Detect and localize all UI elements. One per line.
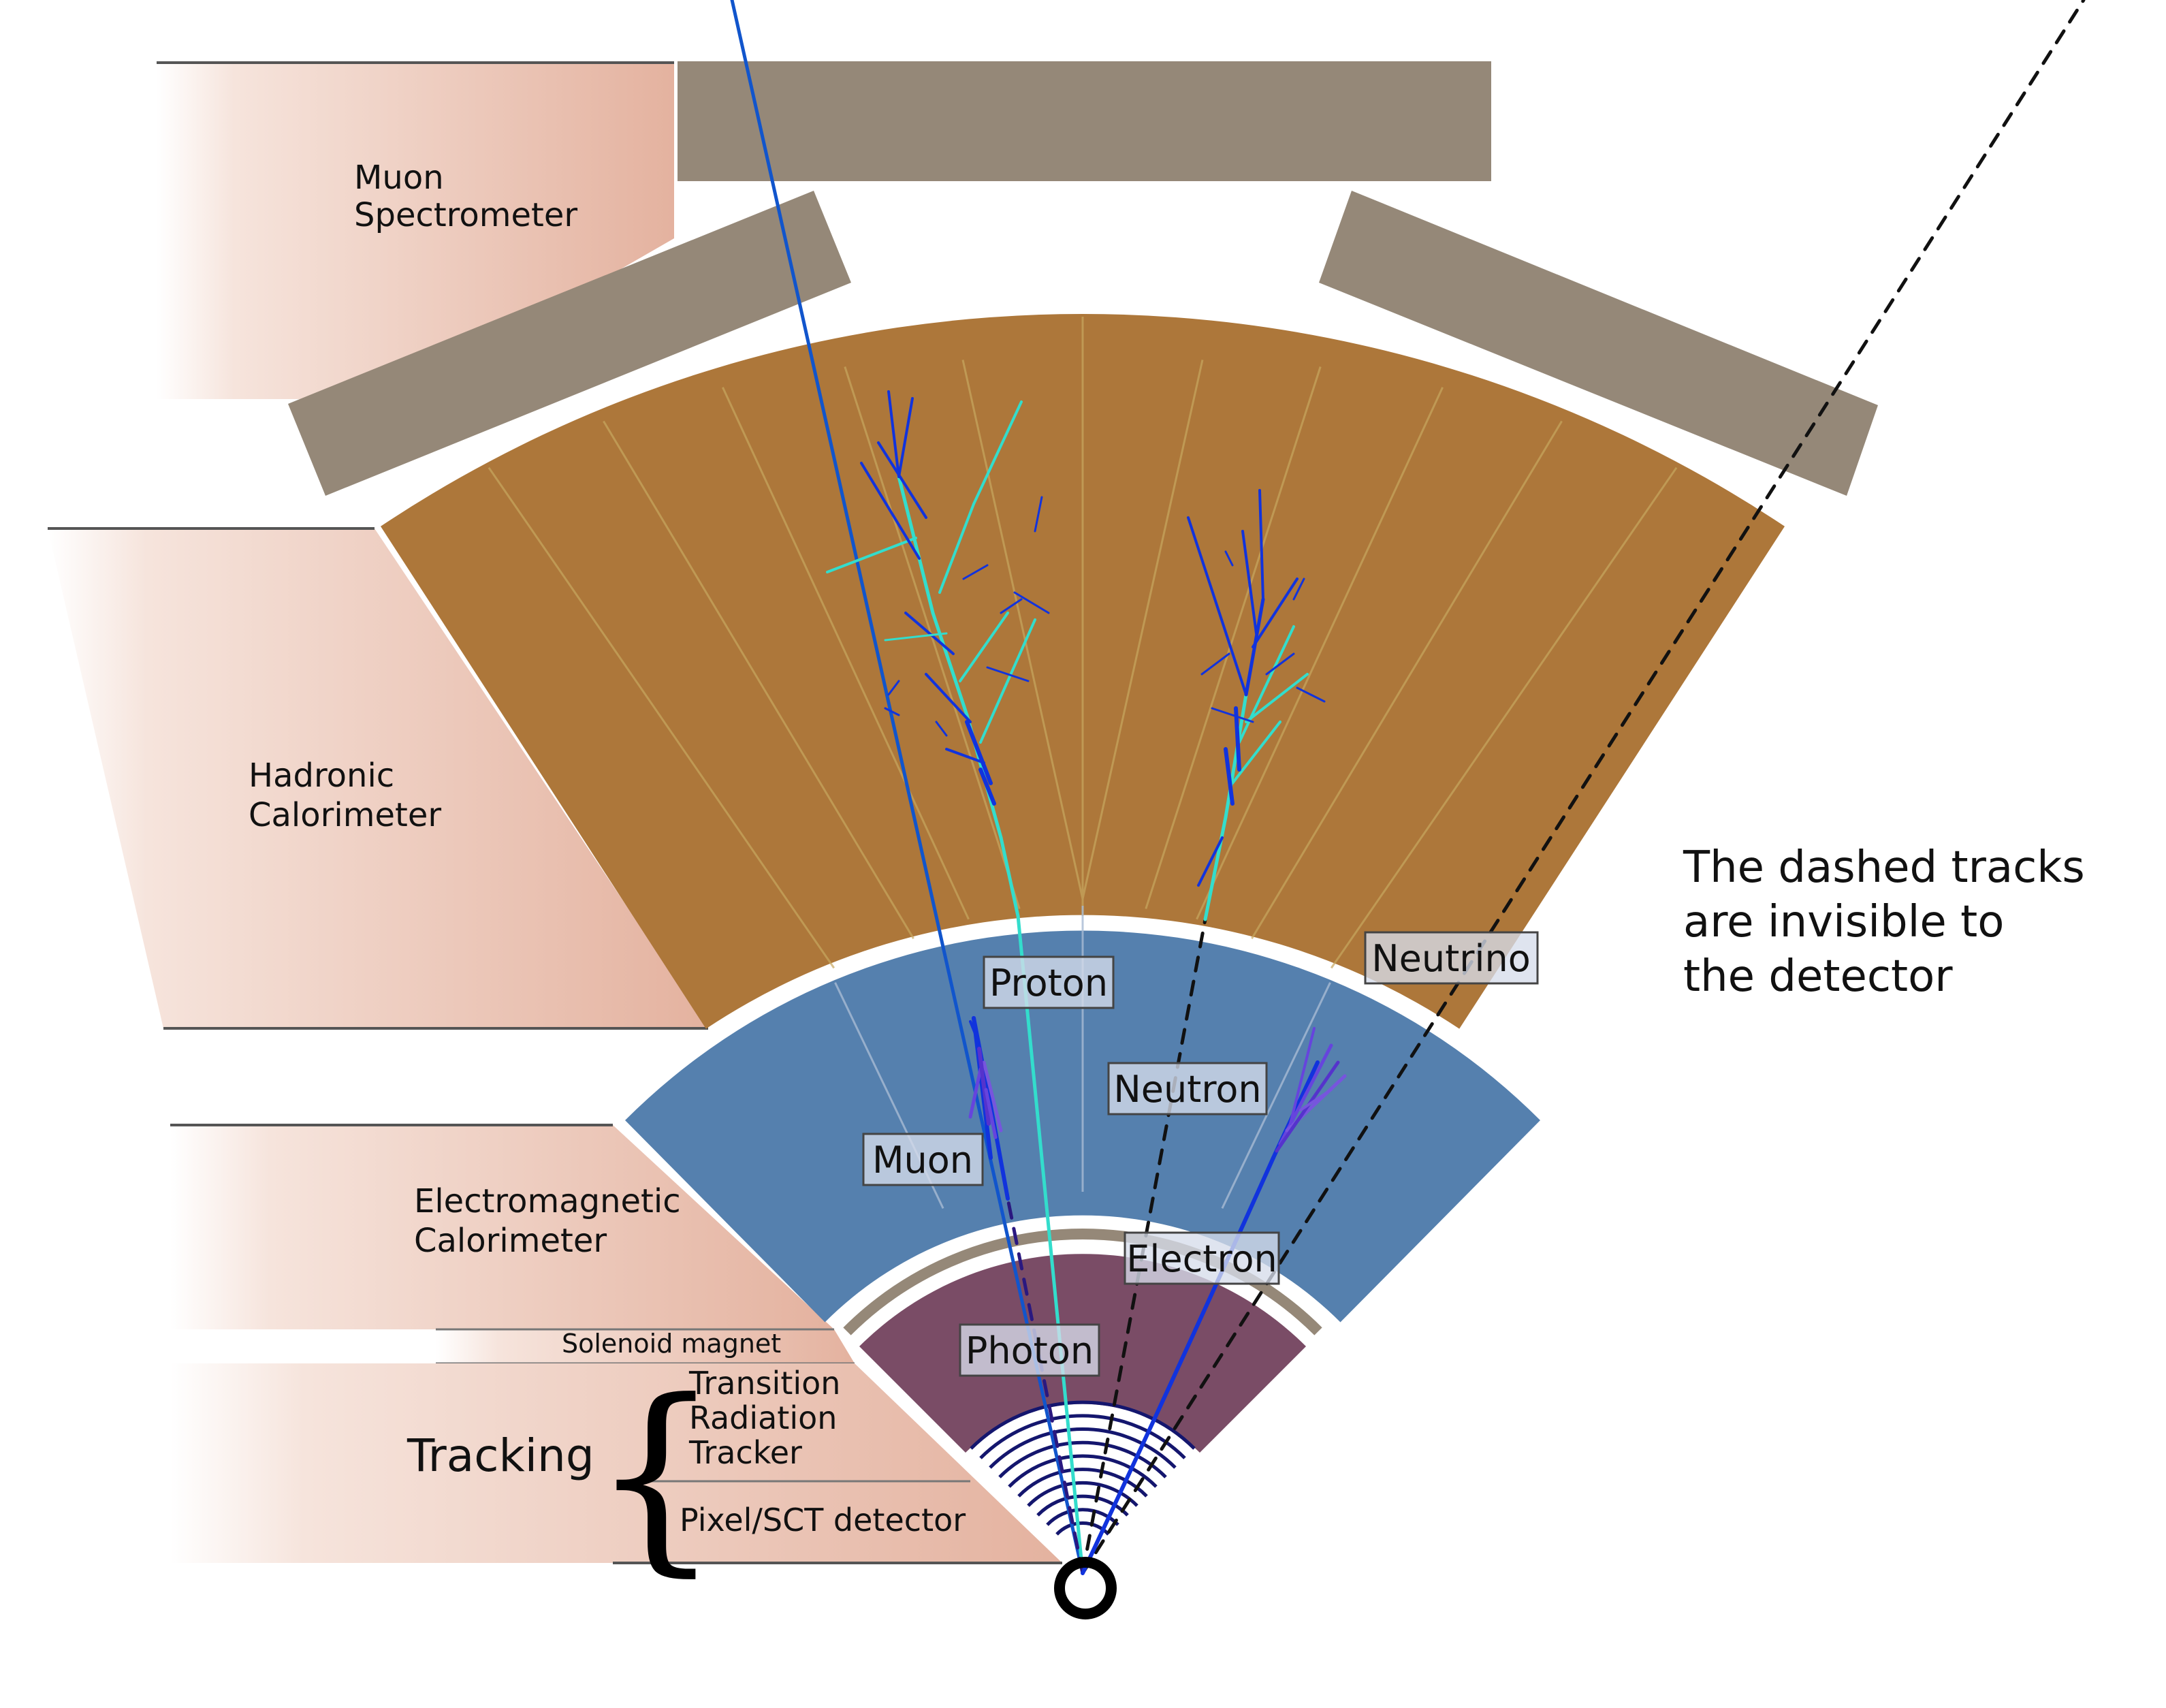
hadronic-segments	[488, 317, 1678, 969]
electron-shower	[1271, 1027, 1347, 1160]
svg-text:Muon: Muon	[872, 1139, 973, 1182]
muon-track	[730, 0, 1085, 1575]
hadronic-calorimeter-label: Hadronic Calorimeter	[249, 757, 441, 834]
trt-label: Transition Radiation Tracker	[688, 1365, 850, 1471]
pixel-sct-label: Pixel/SCT detector	[680, 1502, 966, 1538]
label-electron: Electron	[1124, 1231, 1280, 1285]
svg-text:Neutrino: Neutrino	[1371, 937, 1530, 980]
label-neutrino: Neutrino	[1364, 931, 1539, 985]
interaction-point-icon	[1054, 1557, 1117, 1619]
tracking-brace-icon: {	[591, 1357, 721, 1594]
muon-spectrometer-label: Muon Spectrometer	[354, 159, 577, 234]
tracks	[730, 0, 2086, 1575]
em-band	[170, 1124, 834, 1329]
proton-shower	[826, 390, 1050, 840]
svg-text:Photon: Photon	[966, 1329, 1094, 1372]
em-calorimeter-label: Electromagnetic Calorimeter	[414, 1182, 691, 1260]
label-neutron: Neutron	[1107, 1062, 1268, 1116]
muon-chamber-top	[678, 61, 1491, 181]
hadronic-band	[48, 527, 708, 1030]
svg-text:Proton: Proton	[989, 962, 1108, 1005]
pixel-sct-layers	[970, 1400, 1196, 1536]
muon-chamber-right	[1319, 191, 1878, 496]
tracking-band	[170, 1363, 1062, 1564]
neutron-shower	[1187, 489, 1326, 921]
solenoid-label: Solenoid magnet	[562, 1329, 781, 1359]
label-muon: Muon	[862, 1133, 984, 1186]
label-photon: Photon	[959, 1323, 1100, 1377]
svg-text:Electron: Electron	[1126, 1237, 1277, 1280]
neutrino-track	[1081, 0, 2086, 1575]
muon-chamber-left	[288, 191, 851, 496]
invisible-tracks-note: The dashed tracks are invisible to the d…	[1683, 842, 2099, 1002]
svg-text:Neutron: Neutron	[1113, 1068, 1261, 1111]
electron-track	[1081, 1156, 1275, 1575]
tracking-label: Tracking	[407, 1429, 594, 1482]
muon-band	[157, 61, 674, 399]
photon-shower	[968, 1016, 1003, 1160]
label-proton: Proton	[983, 955, 1115, 1009]
photon-track	[1006, 1197, 1085, 1575]
